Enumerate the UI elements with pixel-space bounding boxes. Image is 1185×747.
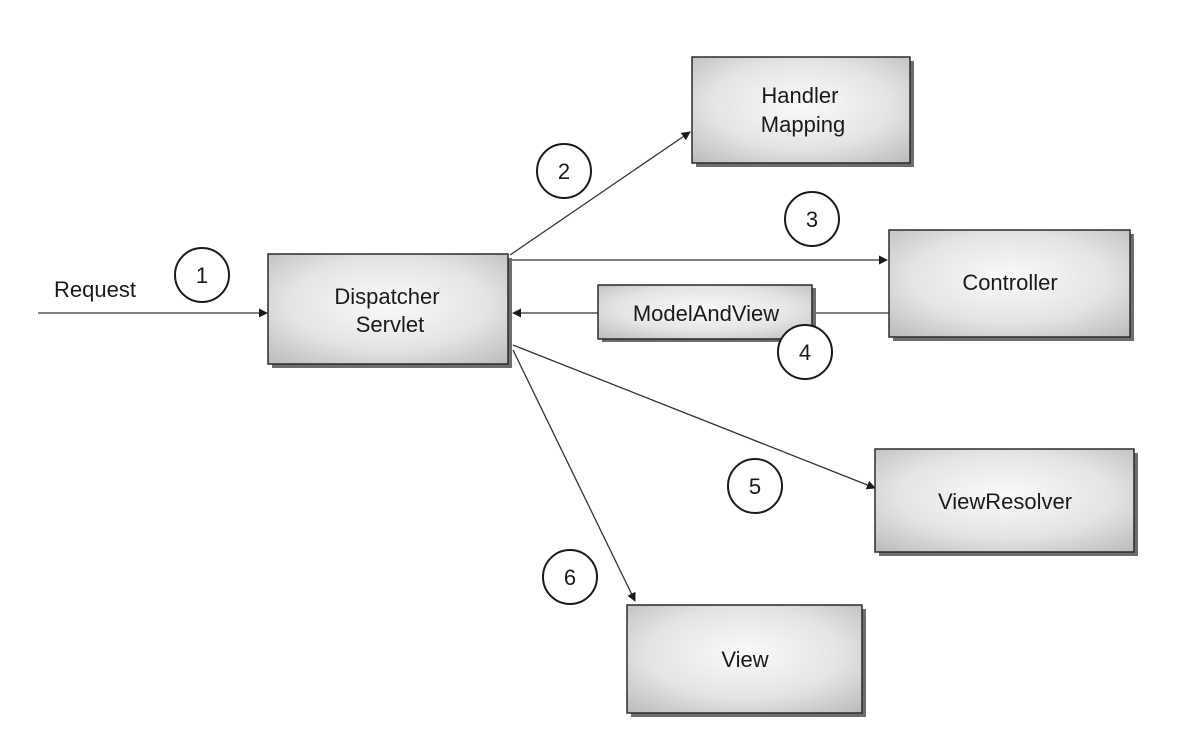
step-5-number: 5 xyxy=(749,474,761,499)
step-5-marker: 5 xyxy=(727,458,783,514)
edges xyxy=(38,131,889,602)
request-label: Request xyxy=(54,277,136,302)
controller-box: Controller xyxy=(888,229,1134,341)
model-and-view-label: ModelAndView xyxy=(633,301,779,326)
handler-mapping-label-line1: Handler xyxy=(761,83,838,108)
view-box: View xyxy=(626,604,866,717)
step-2-marker: 2 xyxy=(536,143,592,199)
controller-label: Controller xyxy=(962,270,1057,295)
step-3-marker: 3 xyxy=(784,191,840,247)
step-6-number: 6 xyxy=(564,565,576,590)
handler-mapping-label-line2: Mapping xyxy=(761,112,845,137)
dispatcher-servlet-label-line1: Dispatcher xyxy=(334,284,439,309)
arrow-dispatcher-to-view xyxy=(512,349,636,602)
step-4-number: 4 xyxy=(799,340,811,365)
handler-mapping-box: Handler Mapping xyxy=(691,56,914,167)
dispatcher-servlet-box: Dispatcher Servlet xyxy=(267,253,512,368)
svg-text:Handler Mapping: Handler Mapping xyxy=(761,83,845,137)
dispatcher-servlet-label-line2: Servlet xyxy=(356,312,424,337)
step-3-number: 3 xyxy=(806,207,818,232)
step-1-number: 1 xyxy=(196,263,208,288)
arrow-dispatcher-to-handler-mapping xyxy=(509,131,691,256)
view-label: View xyxy=(721,647,768,672)
view-resolver-label: ViewResolver xyxy=(938,489,1072,514)
arrow-dispatcher-to-view-resolver xyxy=(512,344,876,490)
step-4-marker: 4 xyxy=(777,324,833,380)
view-resolver-box: ViewResolver xyxy=(874,448,1138,556)
step-1-marker: 1 xyxy=(174,247,230,303)
step-6-marker: 6 xyxy=(542,549,598,605)
step-2-number: 2 xyxy=(558,159,570,184)
model-and-view-box: ModelAndView xyxy=(597,284,816,342)
svg-text:Dispatcher Servlet: Dispatcher Servlet xyxy=(334,284,445,337)
